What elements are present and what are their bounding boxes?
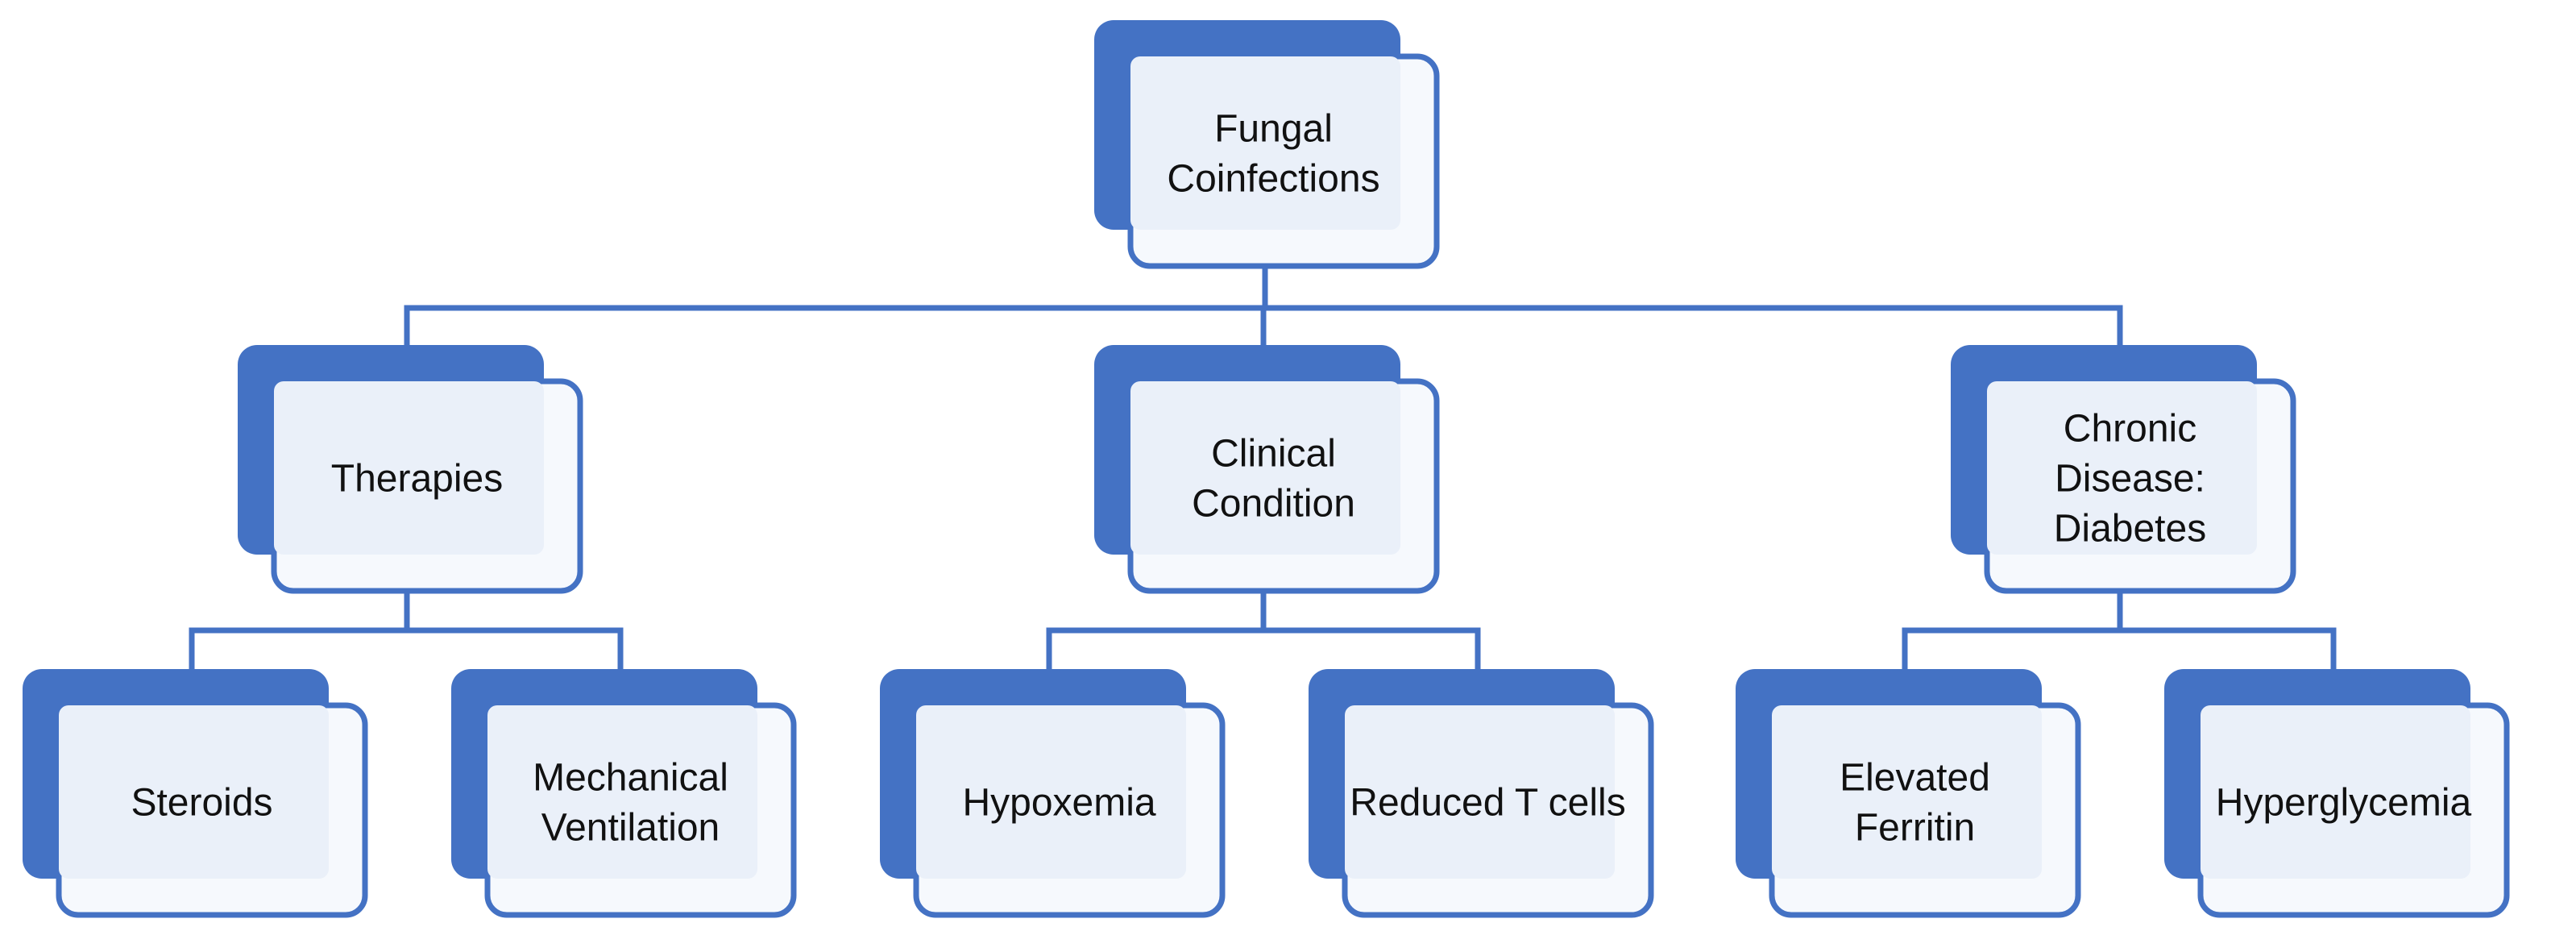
root-node-label: Coinfections	[1167, 158, 1379, 201]
category-node-2-panel	[1987, 381, 2257, 555]
category-node-1-panel	[1130, 381, 1400, 555]
leaf-node-2-1-panel	[2201, 705, 2470, 879]
leaf-node-0-0-label: Steroids	[131, 782, 272, 825]
leaf-node-2-1: Hyperglycemia	[2164, 669, 2510, 918]
leaf-node-0-1-label: Mechanical	[533, 757, 728, 800]
category-node-1-label: Clinical	[1211, 433, 1336, 476]
category-node-0-panel	[274, 381, 544, 555]
leaf-node-2-0-label: Ferritin	[1855, 807, 1975, 850]
leaf-node-1-1-label: Reduced T cells	[1350, 782, 1625, 825]
leaf-node-0-0: Steroids	[23, 669, 368, 918]
leaf-node-2-0-panel	[1772, 705, 2042, 879]
leaf-node-0-1-panel	[487, 705, 757, 879]
leaf-node-1-0-label: Hypoxemia	[962, 782, 1155, 825]
category-node-1-label: Condition	[1192, 483, 1355, 526]
leaf-node-1-1-panel	[1345, 705, 1615, 879]
category-node-2-label: Chronic	[2064, 408, 2196, 451]
leaf-node-2-1-label: Hyperglycemia	[2216, 782, 2472, 825]
leaf-node-1-1: Reduced T cells	[1309, 669, 1654, 918]
leaf-node-1-0: Hypoxemia	[880, 669, 1226, 918]
leaf-node-1-0-panel	[916, 705, 1186, 879]
leaf-node-0-0-panel	[59, 705, 329, 879]
category-node-2-label: Diabetes	[2054, 508, 2206, 551]
category-node-2-label: Disease:	[2055, 458, 2205, 501]
connector-lines	[189, 239, 2337, 676]
root-node-label: Fungal	[1214, 108, 1333, 151]
leaf-node-0-1-label: Ventilation	[541, 807, 720, 850]
root-node-panel	[1130, 56, 1400, 230]
leaf-node-2-0-label: Elevated	[1840, 757, 1990, 800]
category-node-0-label: Therapies	[331, 458, 503, 501]
category-node-0: Therapies	[238, 345, 583, 594]
